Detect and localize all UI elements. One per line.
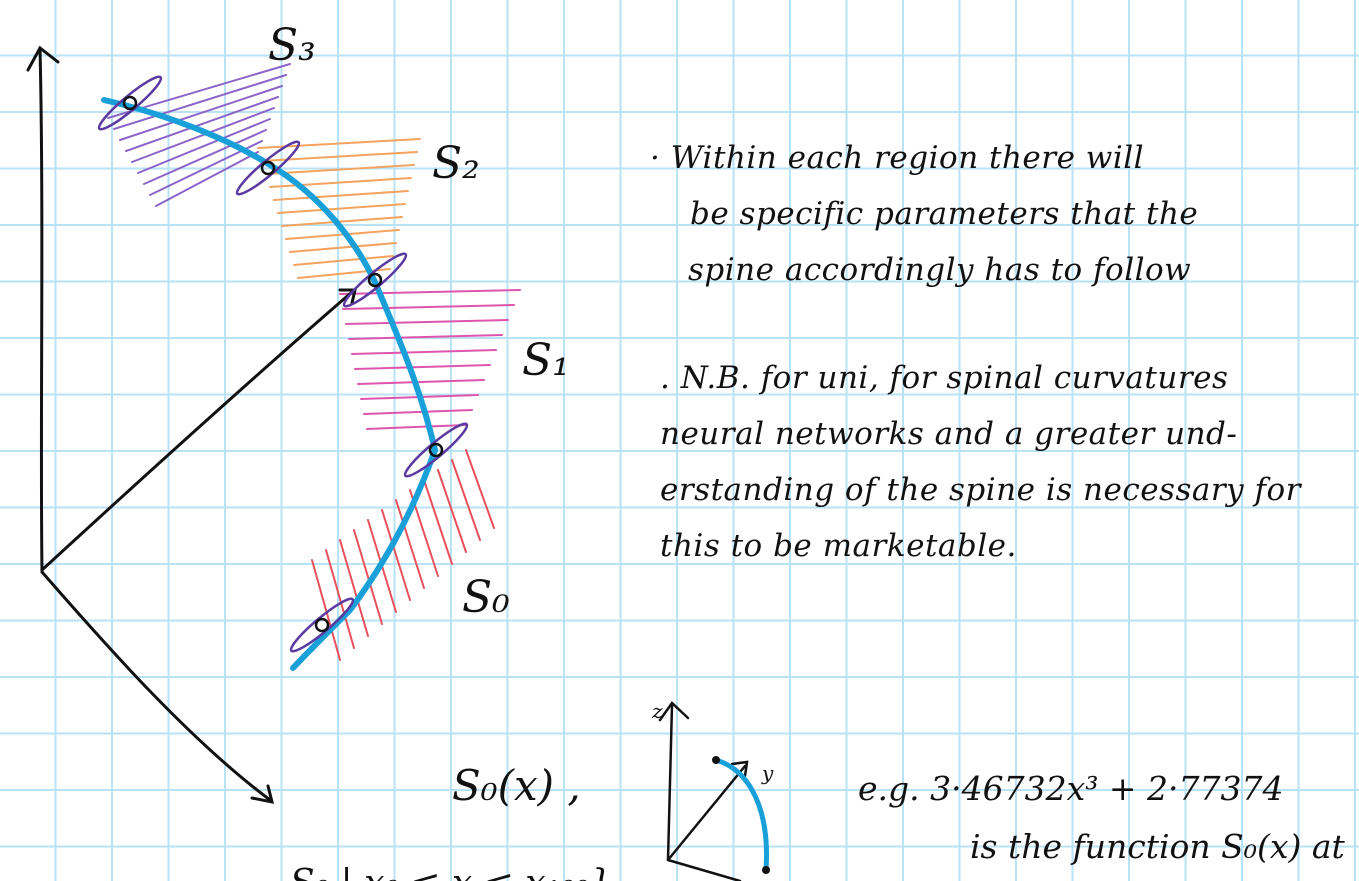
hatch-s2 xyxy=(293,255,394,266)
hatch-s3 xyxy=(143,129,267,185)
mini-z-axis xyxy=(666,703,674,862)
mini-z-arrow xyxy=(658,701,690,722)
label-s3: S₃ xyxy=(268,20,316,71)
hatch-s1 xyxy=(348,334,503,340)
hatch-s1 xyxy=(351,349,497,355)
diagonal-axis-down-arrow xyxy=(250,784,275,804)
label-s1: S₁ xyxy=(522,335,570,386)
mini-z-label: z xyxy=(651,699,663,723)
hatch-s1 xyxy=(366,424,467,430)
mini-y-label: y xyxy=(761,761,774,785)
hatch-s0 xyxy=(451,459,481,541)
hatch-s1 xyxy=(357,379,485,385)
mini-node-top xyxy=(712,756,720,764)
label-s0: S₀ xyxy=(462,572,510,623)
diagonal-axis-down xyxy=(40,570,272,802)
hatch-s2 xyxy=(273,190,409,201)
hatch-s1 xyxy=(342,304,515,310)
mini-axes xyxy=(658,701,749,881)
hatch-s3 xyxy=(125,96,279,152)
domain-text: S₀ | x₀ ≤ x ≤ x₁₀₀} xyxy=(290,863,612,881)
hatch-s0 xyxy=(353,529,383,625)
spine-curve xyxy=(101,97,439,671)
mini-x-axis xyxy=(666,858,742,881)
hatch-s3 xyxy=(131,107,275,163)
hatch-s0 xyxy=(339,539,369,637)
hatch-s3 xyxy=(137,118,271,174)
spine-node xyxy=(367,272,383,288)
hatch-s0 xyxy=(311,559,341,661)
hatch-s0 xyxy=(437,469,467,553)
hatched-regions xyxy=(107,63,521,661)
hatch-s2 xyxy=(265,164,415,175)
hatch-s1 xyxy=(345,319,509,325)
note-regions: · Within each region there will be speci… xyxy=(650,130,1198,298)
mini-y-arrow xyxy=(730,760,749,778)
hatch-s2 xyxy=(269,177,412,188)
spine-node xyxy=(122,95,138,111)
note-nb-line-2: neural networks and a greater und- xyxy=(660,416,1238,452)
hatch-s1 xyxy=(339,289,521,295)
diagonal-axis-up xyxy=(40,290,354,572)
hatch-s3 xyxy=(155,151,259,207)
mini-node-bottom xyxy=(762,866,770,874)
label-s2: S₂ xyxy=(432,138,480,189)
hatch-s0 xyxy=(423,479,453,565)
spine-node xyxy=(428,442,444,458)
hatch-s3 xyxy=(119,85,283,141)
hatch-s1 xyxy=(354,364,491,370)
hatch-s1 xyxy=(363,409,473,415)
mini-spine-curve xyxy=(713,757,770,873)
hatch-s2 xyxy=(277,203,406,214)
hatch-s0 xyxy=(465,449,495,529)
hatch-s2 xyxy=(281,216,403,227)
example-line-2: is the function S₀(x) at xyxy=(970,827,1346,866)
function-label: S₀(x) , xyxy=(452,761,581,810)
spine-node xyxy=(314,617,330,633)
hatch-s2 xyxy=(289,242,397,253)
note-regions-line-3: spine accordingly has to follow xyxy=(688,252,1192,288)
main-axes xyxy=(26,45,357,804)
hatch-s0 xyxy=(325,549,355,649)
hatch-s2 xyxy=(257,138,421,149)
spine-nodes xyxy=(97,75,469,653)
hatch-s0 xyxy=(395,499,425,589)
note-nb-line-4: this to be marketable. xyxy=(660,528,1017,564)
note-regions-line-1: · Within each region there will xyxy=(650,140,1145,176)
note-regions-line-2: be specific parameters that the xyxy=(690,196,1199,232)
hatch-s3 xyxy=(113,74,287,130)
mini-y-axis xyxy=(666,764,747,862)
example-line-1: e.g. 3·46732x³ + 2·77374 xyxy=(858,769,1284,808)
hatch-s2 xyxy=(261,151,418,162)
vertical-axis-arrow xyxy=(26,45,60,72)
note-nb-line-1: . N.B. for uni, for spinal curvatures xyxy=(660,360,1229,396)
note-nb-line-3: erstanding of the spine is necessary for xyxy=(660,472,1301,508)
hatch-s0 xyxy=(381,509,411,601)
vertical-axis xyxy=(38,46,44,574)
spine-node xyxy=(260,160,276,176)
note-nb: . N.B. for uni, for spinal curvatures ne… xyxy=(660,350,1301,574)
